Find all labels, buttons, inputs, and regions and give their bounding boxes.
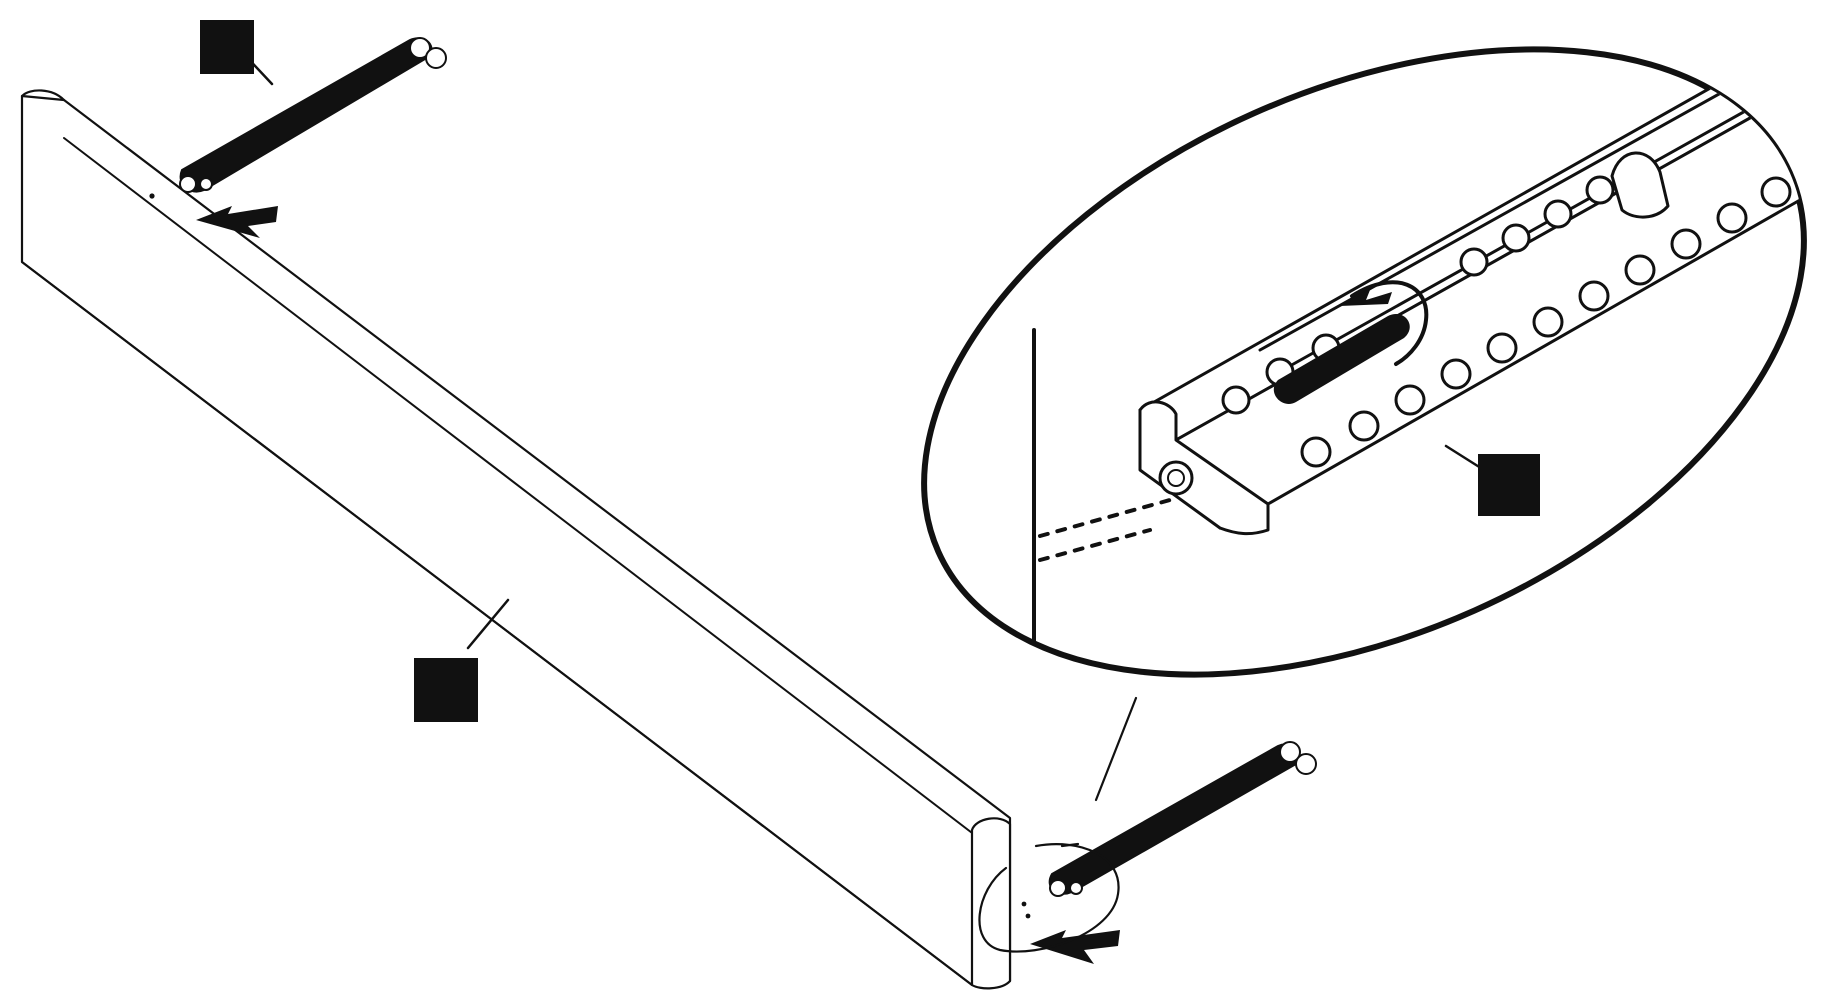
bracket-groove bbox=[1258, 58, 1782, 352]
callout-marker bbox=[200, 20, 254, 74]
direction-arrow-icon bbox=[1340, 290, 1392, 306]
magnified-detail bbox=[921, 46, 1807, 692]
bracket-hole bbox=[1348, 410, 1380, 442]
callout-marker bbox=[1478, 454, 1540, 516]
detail-circle-small bbox=[978, 843, 1120, 953]
bracket-hole bbox=[1624, 254, 1656, 286]
left-arrow-icon bbox=[1030, 930, 1120, 964]
insert-arrow-back bbox=[196, 206, 278, 238]
bracket-end-block bbox=[1138, 400, 1270, 536]
slider-collar bbox=[1610, 151, 1670, 219]
left-arrow-icon bbox=[196, 206, 278, 238]
insertion-path bbox=[1038, 498, 1172, 562]
bracket-leader bbox=[1444, 444, 1486, 472]
hinge-bracket bbox=[1138, 58, 1802, 536]
bracket-hole bbox=[1459, 247, 1489, 277]
rail-bottom-edge bbox=[21, 261, 973, 986]
front-pin-end bbox=[1295, 753, 1317, 775]
back-pin-tip bbox=[179, 175, 197, 193]
magnify-connector bbox=[1094, 696, 1138, 802]
rail-panel bbox=[20, 89, 1031, 990]
bracket-hole bbox=[1578, 280, 1610, 312]
front-hole-marker bbox=[1021, 901, 1027, 907]
bracket-hole bbox=[1760, 176, 1792, 208]
front-pin-tip bbox=[1069, 881, 1083, 895]
front-pin-end bbox=[1279, 741, 1301, 763]
rail-inner-edge bbox=[63, 137, 1011, 863]
back-pin-end bbox=[425, 47, 447, 69]
rail-top-edge-back bbox=[20, 89, 66, 102]
dotted-line bbox=[1038, 498, 1172, 538]
front-hole-marker bbox=[1025, 913, 1031, 919]
magnified-pin bbox=[1273, 314, 1410, 404]
back-hole-marker bbox=[149, 193, 155, 199]
back-pin-end bbox=[409, 37, 431, 59]
front-pin bbox=[1048, 741, 1317, 897]
bracket-hole bbox=[1501, 223, 1531, 253]
magnify-connector-short bbox=[1060, 842, 1080, 848]
front-pin-shaft bbox=[1048, 743, 1300, 895]
back-pin bbox=[179, 20, 447, 193]
dotted-line bbox=[1038, 528, 1152, 562]
bracket-hole bbox=[1221, 385, 1251, 415]
bracket-hole-row-front bbox=[1300, 176, 1792, 468]
bracket-hole bbox=[1486, 332, 1518, 364]
rail-end-cap bbox=[970, 817, 1012, 990]
bracket-hole bbox=[1532, 306, 1564, 338]
front-pin-tip bbox=[1049, 879, 1067, 897]
bracket-hole bbox=[1394, 384, 1426, 416]
bracket-hole bbox=[1716, 202, 1748, 234]
bracket-groove bbox=[1270, 84, 1792, 378]
bracket-hole bbox=[1585, 175, 1615, 205]
rail-panel-face bbox=[20, 94, 1012, 987]
callout-marker bbox=[414, 658, 478, 722]
bracket-hole bbox=[1670, 228, 1702, 260]
bracket-hole bbox=[1440, 358, 1472, 390]
bracket-end-hole-inner bbox=[1167, 469, 1185, 487]
retaining-clip bbox=[1350, 280, 1429, 366]
bracket-hole bbox=[1543, 199, 1573, 229]
back-pin-tip bbox=[199, 177, 213, 191]
bracket-hole bbox=[1300, 436, 1332, 468]
rail-leader bbox=[466, 598, 510, 650]
insert-arrow-front bbox=[1030, 930, 1120, 964]
